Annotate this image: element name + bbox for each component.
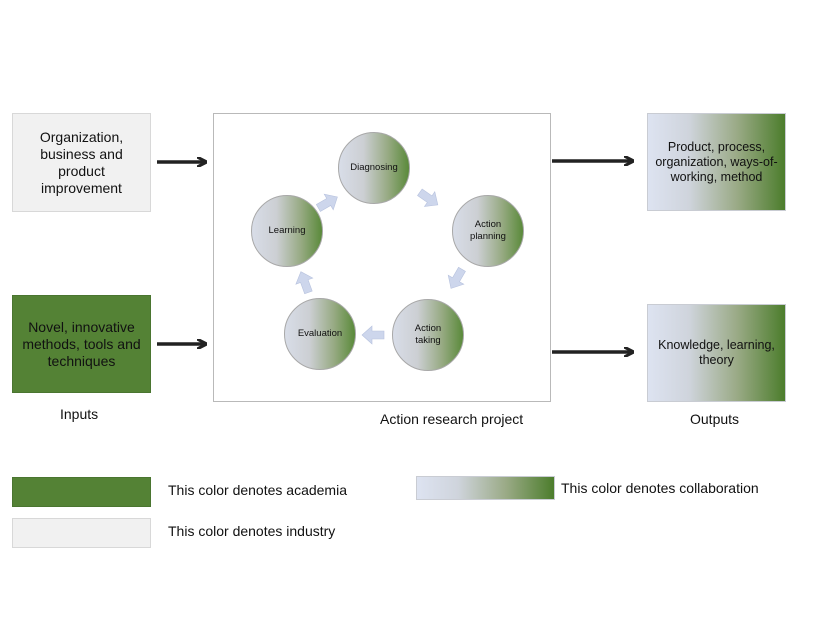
input-academia-text: Novel, innovative methods, tools and tec… (22, 318, 141, 369)
legend-industry-swatch (12, 518, 151, 548)
inputs-caption: Inputs (60, 406, 99, 422)
cycle-node-learning: Learning (251, 195, 323, 267)
input-academia-box: Novel, innovative methods, tools and tec… (12, 295, 151, 393)
cycle-arrow-learning-to-diagnosing (315, 193, 338, 212)
cycle-node-action-taking: Action taking (392, 299, 464, 371)
cycle-arrow-taking-to-evaluation (361, 325, 385, 345)
cycle-node-label: Action taking (414, 323, 442, 346)
legend-industry-label: This color denotes industry (168, 523, 336, 539)
cycle-node-label: Action planning (470, 219, 506, 242)
cycle-node-diagnosing: Diagnosing (338, 132, 410, 204)
input-industry-text: Organization, business and product impro… (39, 128, 124, 196)
project-caption: Action research project (380, 411, 524, 427)
output-research-box: Knowledge, learning, theory (647, 304, 786, 402)
output-practice-text: Product, process, organization, ways-of-… (655, 139, 778, 184)
cycle-node-action-planning: Action planning (452, 195, 524, 267)
legend-collaboration-swatch (416, 476, 555, 500)
cycle-node-label: Learning (268, 225, 306, 236)
cycle-node-label: Diagnosing (350, 162, 398, 173)
cycle-node-evaluation: Evaluation (284, 298, 356, 370)
cycle-arrow-planning-to-taking (447, 266, 466, 289)
outputs-caption: Outputs (690, 411, 740, 427)
legend-academia-label: This color denotes academia (168, 482, 347, 498)
output-research-text: Knowledge, learning, theory (658, 338, 775, 367)
input-industry-box: Organization, business and product impro… (12, 113, 151, 212)
cycle-node-label: Evaluation (297, 328, 343, 339)
legend-collaboration-label: This color denotes collaboration (561, 480, 759, 496)
cycle-arrow-diagnosing-to-planning (417, 188, 439, 207)
output-practice-box: Product, process, organization, ways-of-… (647, 113, 786, 211)
cycle-arrow-evaluation-to-learning (295, 271, 314, 295)
legend-academia-swatch (12, 477, 151, 507)
